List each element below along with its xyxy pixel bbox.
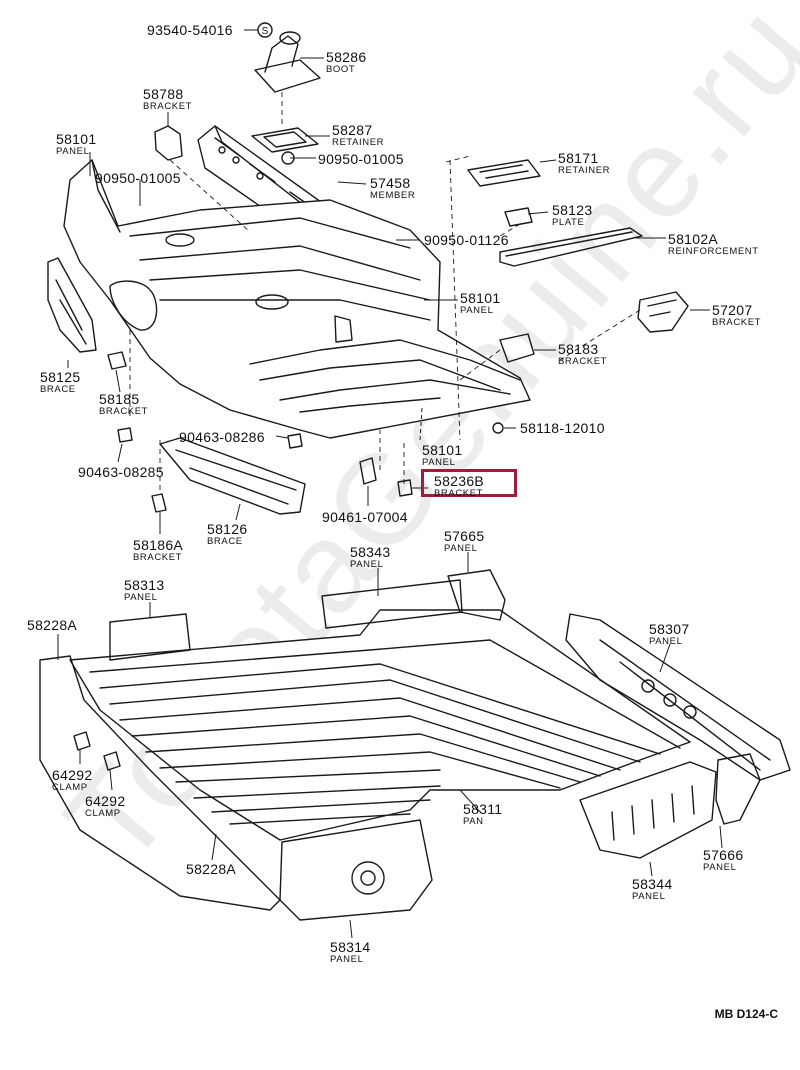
panel-58313 — [109, 613, 191, 661]
label-93540-54016[interactable]: 93540-54016 — [147, 22, 233, 38]
label-58228a-b[interactable]: 58228A — [186, 861, 237, 877]
panel-58314 — [279, 819, 433, 921]
symbol-s: S — [262, 26, 269, 37]
clip-90463-08285 — [117, 427, 133, 443]
reinforcement — [499, 227, 643, 267]
bracket-58185 — [107, 351, 127, 370]
bracket-58186a — [151, 493, 167, 513]
highlight-frame — [421, 469, 517, 497]
retainer-58171 — [467, 159, 541, 187]
label-90463-08286[interactable]: 90463-08286 — [179, 429, 265, 445]
panel-57665 — [447, 569, 506, 621]
bracket-58183 — [499, 333, 535, 363]
rear-floor-pan — [69, 609, 691, 841]
plug-58118 — [492, 422, 504, 434]
bracket-57207 — [637, 291, 689, 333]
label-58118-12010[interactable]: 58118-12010 — [520, 420, 605, 436]
plate-58123 — [504, 207, 533, 227]
clip-90461 — [359, 457, 377, 485]
brace-58126 — [159, 437, 306, 515]
bracket-58236b — [397, 479, 413, 497]
bracket-58788 — [154, 125, 183, 161]
panel-58344 — [579, 761, 717, 859]
label-90463-08285[interactable]: 90463-08285 — [78, 464, 164, 480]
brace-58125 — [47, 257, 97, 353]
label-90950-01126[interactable]: 90950-01126 — [424, 232, 509, 248]
label-90950-01005-a[interactable]: 90950-01005 — [95, 170, 181, 186]
boot-part — [254, 31, 321, 93]
leader-lines — [57, 29, 723, 939]
retainer-part — [251, 127, 319, 153]
front-floor-panel — [63, 159, 531, 439]
diagram-code: MB D124-C — [714, 1007, 778, 1021]
panel-57666 — [715, 753, 761, 825]
clamp-64292-b — [103, 751, 121, 771]
assembly-lines — [129, 92, 641, 490]
label-90461-07004[interactable]: 90461-07004 — [322, 509, 408, 525]
clamp-64292-a — [73, 731, 91, 751]
clip-90463-08286 — [287, 433, 303, 449]
label-58228a-a[interactable]: 58228A — [27, 617, 78, 633]
label-90950-01005-b[interactable]: 90950-01005 — [318, 151, 404, 167]
